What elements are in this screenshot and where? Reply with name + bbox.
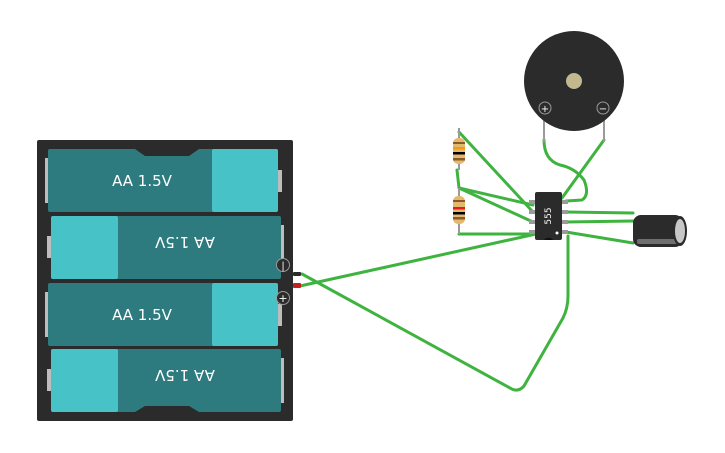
minus-icon: −	[599, 104, 607, 115]
wire-junction-to-ic-2[interactable]	[457, 186, 535, 207]
resistor-band	[453, 212, 465, 215]
ic-label: 555	[544, 207, 554, 224]
battery-cell-3[interactable]: AA 1.5V	[45, 283, 282, 346]
battery-negative-terminal[interactable]: |	[276, 258, 290, 273]
battery-cell-label: AA 1.5V	[112, 306, 173, 324]
wire-buzzer-negative-to-ic[interactable]	[560, 138, 606, 200]
plus-icon: +	[278, 292, 287, 305]
plus-icon: +	[541, 104, 549, 115]
wire-ic-to-cap-1[interactable]	[564, 219, 635, 224]
battery-cell-2[interactable]: AA 1.5V	[47, 216, 284, 279]
wire-ic-to-cap-2[interactable]	[564, 230, 635, 245]
battery-lead-black	[293, 272, 301, 276]
minus-icon: |	[281, 261, 284, 272]
resistor-1[interactable]	[453, 128, 465, 170]
buzzer-positive-terminal[interactable]: +	[538, 101, 552, 115]
resistor-band	[453, 152, 465, 155]
resistor-band	[453, 142, 465, 144]
piezo-buzzer[interactable]: + −	[524, 31, 624, 142]
resistor-band	[453, 147, 465, 150]
battery-cell-label: AA 1.5V	[154, 233, 215, 251]
battery-lead-red	[293, 283, 301, 288]
buzzer-negative-terminal[interactable]: −	[596, 101, 610, 115]
battery-cell-4[interactable]: AA 1.5V	[47, 349, 284, 412]
wire-battery-positive-to-ic[interactable]	[298, 232, 538, 288]
wire-ic-right-top[interactable]	[564, 210, 635, 215]
battery-positive-terminal[interactable]: +	[276, 291, 290, 306]
battery-cell-1[interactable]: AA 1.5V	[45, 149, 282, 212]
resistor-band	[453, 158, 465, 161]
resistor-band	[453, 207, 465, 210]
electrolytic-capacitor[interactable]	[633, 215, 687, 247]
battery-cell-label: AA 1.5V	[112, 172, 173, 190]
ic-555[interactable]: 555	[529, 192, 568, 240]
resistor-2[interactable]	[453, 188, 465, 234]
buzzer-center	[566, 73, 582, 89]
battery-pack[interactable]: AA 1.5V AA 1.5V AA 1.5V AA 1.5V	[37, 140, 301, 421]
wire-buzzer-positive-to-ic[interactable]	[542, 138, 589, 203]
resistor-band	[453, 200, 465, 202]
wire-battery-negative-to-ic[interactable]	[300, 234, 570, 392]
resistor-band	[453, 217, 465, 220]
wires	[298, 130, 635, 392]
wire-r1-to-ic[interactable]	[457, 130, 535, 214]
battery-cell-label: AA 1.5V	[154, 366, 215, 384]
